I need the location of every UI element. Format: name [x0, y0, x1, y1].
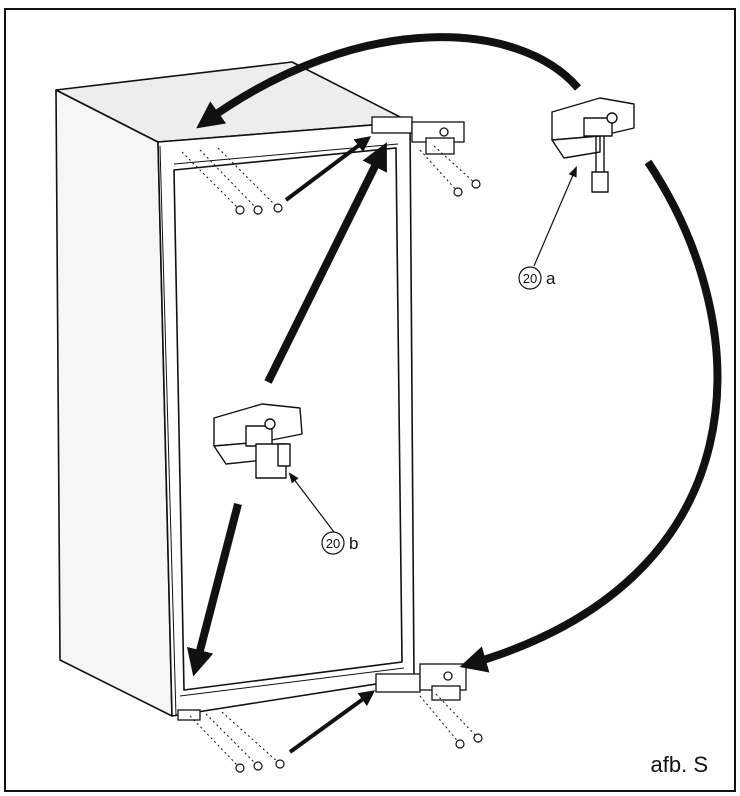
cabinet — [55, 61, 415, 717]
arrow-bottom-hinge-insert — [288, 690, 376, 754]
callout-20a: 20 a — [518, 266, 556, 290]
screw-guides — [181, 145, 479, 769]
arrow-top-hinge-insert — [284, 136, 372, 202]
callout-20b: 20 b — [321, 531, 358, 555]
callout-number: 20 — [326, 536, 340, 551]
callout-number: 20 — [523, 271, 537, 286]
screw-icon — [273, 203, 283, 213]
screw-icon — [253, 761, 263, 771]
screw-icon — [253, 205, 263, 215]
callout-letter: a — [546, 269, 556, 288]
figure-label: afb. S — [651, 752, 708, 777]
cabinet-side-panel — [55, 89, 173, 717]
hinge-part-20a — [551, 97, 635, 193]
movement-arrows — [186, 33, 722, 754]
screws — [235, 179, 483, 773]
arrow-right-arc — [459, 159, 722, 673]
screw-icon — [473, 733, 483, 743]
screw-icon — [455, 739, 465, 749]
screw-icon — [275, 759, 285, 769]
screw-icon — [235, 763, 245, 773]
top-hinge-mounted — [371, 116, 465, 155]
callout-letter: b — [349, 534, 358, 553]
arrow-top-arc — [196, 33, 582, 129]
screw-icon — [235, 205, 245, 215]
bottom-hinge-mounted — [177, 663, 467, 721]
arrow-down-diagonal — [186, 502, 242, 677]
screw-icon — [471, 179, 481, 189]
callout-leaders — [288, 166, 577, 533]
arrow-up-diagonal — [264, 142, 387, 384]
hinge-part-20b — [213, 403, 303, 479]
screw-icon — [453, 187, 463, 197]
